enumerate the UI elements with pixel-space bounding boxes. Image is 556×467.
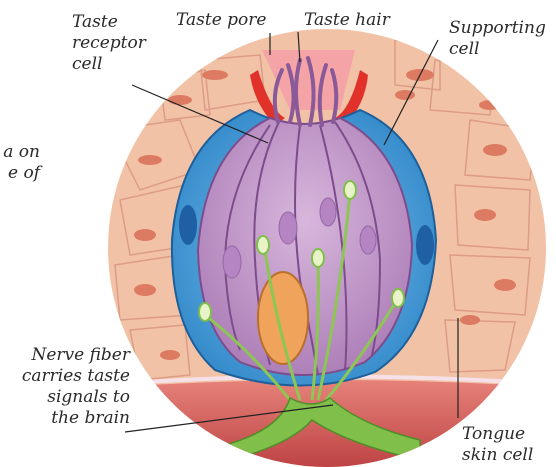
label-partial-left: a on e of	[3, 142, 40, 184]
label-tongue-skin-cell: Tongue skin cell	[462, 424, 533, 466]
basal-cell	[258, 272, 308, 364]
label-taste-hair: Taste hair	[304, 10, 390, 31]
label-nerve-fiber: Nerve fiber carries taste signals to the…	[22, 345, 130, 429]
label-taste-receptor-cell: Taste receptor cell	[72, 12, 146, 75]
label-supporting-cell: Supporting cell	[449, 18, 546, 60]
magnified-circle	[100, 20, 556, 467]
supporting-cell-nucleus	[179, 205, 197, 245]
label-taste-pore: Taste pore	[176, 10, 266, 31]
